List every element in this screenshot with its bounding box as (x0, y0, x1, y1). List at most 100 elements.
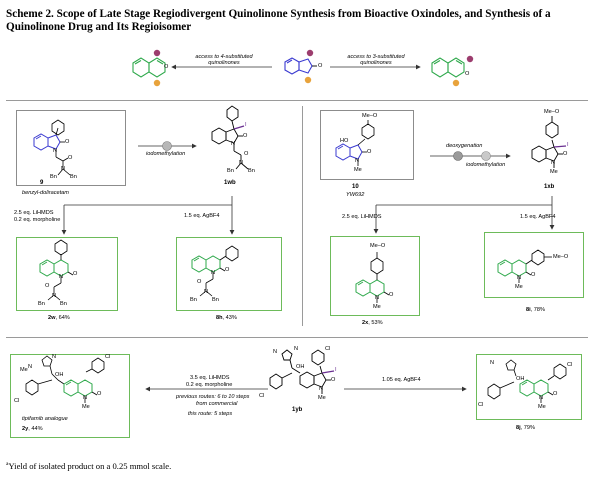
header-right-orange-atom (452, 79, 460, 87)
atom-8j-Cl1: Cl (567, 362, 573, 368)
label-compound-10: 10 (352, 184, 359, 190)
atom-1yb-NQ: N (319, 386, 324, 392)
reagent-ball-deoxygenation (453, 151, 463, 161)
atom-2x-O: O (389, 292, 394, 298)
atom-1wb-N: N (231, 141, 236, 147)
iodomethyl-chain-1xb (553, 145, 567, 148)
divider-bottom (6, 337, 588, 338)
label-compound-8i: 8i (526, 307, 531, 313)
label-2w-yield: 2w, 64% (48, 315, 70, 322)
atom-1xb-MeO: Me–O (544, 109, 560, 115)
compound-2y-quinolinone (63, 379, 93, 397)
box-compound-9 (16, 110, 126, 186)
header-right-oxygen: O (465, 71, 470, 77)
header-center-oxygen: O (318, 63, 323, 69)
compound-1yb (269, 349, 331, 394)
atom-10-MeO: Me–O (362, 113, 378, 119)
box-compound-2x (330, 236, 420, 316)
label-compound-8j: 8j (516, 425, 521, 431)
scheme-title: Scheme 2. Scope of Late Stage Regiodiver… (6, 8, 551, 33)
atom-1yb-Cl1: Cl (325, 346, 331, 352)
atom-2y-Cl1: Cl (105, 354, 111, 360)
atom-1wb-O: O (243, 133, 248, 139)
atom-8j-OH: OH (516, 376, 525, 382)
atom-8h-Bn2: Bn (212, 297, 219, 303)
atom-9-N: N (53, 148, 58, 154)
atom-2w-N: N (59, 274, 64, 280)
atom-8j-MeQ: Me (538, 404, 546, 410)
label-8j-yield: 8j, 79% (516, 425, 535, 432)
footnote: aYield of isolated product on a 0.25 mmo… (6, 461, 171, 471)
atom-2y-Me: Me (20, 367, 28, 373)
header-right-purple-atom (466, 55, 474, 63)
label-8h-yield: 8h, 43% (216, 315, 237, 322)
iodomethyl-chain-1wb (233, 125, 245, 130)
reagent-8h: 1.5 eq. AgBF4 (184, 213, 220, 219)
atom-2w-N2: N (52, 293, 57, 299)
compound-1xb (531, 116, 563, 168)
atom-8h-O: O (225, 267, 230, 273)
atom-9-Bn1: Bn (50, 174, 57, 180)
atom-2w-Bn1: Bn (38, 301, 45, 307)
atom-8h-Bn1: Bn (190, 297, 197, 303)
header-left-label-1: access to 4-substituted (195, 54, 253, 60)
atom-1yb-I: I (335, 367, 337, 373)
header-center-purple-atom (306, 49, 314, 57)
atom-10-O: O (367, 149, 372, 155)
label-compound-8h: 8h (216, 315, 223, 321)
label-iodomethylation: iodomethylation (146, 151, 186, 157)
header-left-oxygen: O (164, 64, 169, 70)
atom-8j-O: O (553, 391, 558, 397)
footnote-marker: a (6, 461, 9, 468)
label-iodomethylation-2: iodomethylation (466, 162, 506, 168)
atom-8i-MeO: Me–O (553, 254, 569, 260)
atom-9-O2: O (68, 155, 73, 161)
label-tipifarnib-analogue: tipifarnib analogue (22, 416, 68, 422)
atom-10-Me: Me (354, 167, 362, 173)
box-compound-8i (484, 232, 584, 298)
atom-2x-MeO: Me–O (370, 243, 386, 249)
label-deoxygenation: deoxygenation (446, 143, 483, 149)
header-right-quinolinone (431, 57, 465, 78)
atom-8i-O: O (531, 272, 536, 278)
reagent-2x: 2.5 eq. LiHMDS (342, 214, 382, 220)
label-yw692: YW692 (346, 192, 365, 198)
reagent-2y-1: 3.5 eq. LiHMDS (190, 375, 230, 381)
atom-8i-N: N (517, 275, 522, 281)
atom-1wb-N2: N (239, 160, 244, 166)
compound-2y (25, 355, 105, 396)
box-compound-10 (320, 110, 414, 180)
label-compound-2x: 2x (362, 320, 369, 326)
label-compound-1yb: 1yb (292, 407, 303, 413)
atom-1wb-Bn1: Bn (227, 168, 234, 174)
atom-9-O: O (65, 139, 70, 145)
atom-8i-Me: Me (515, 284, 523, 290)
atom-9-Bn2: Bn (70, 174, 77, 180)
atom-2x-N: N (375, 295, 380, 301)
atom-2y-O: O (97, 391, 102, 397)
divider-middle-vertical (302, 106, 303, 326)
yield-8h: , 43% (222, 315, 237, 321)
label-8i-yield: 8i, 78% (526, 307, 545, 314)
atom-1yb-MeQ: Me (318, 395, 326, 401)
divider-top (6, 100, 588, 101)
compound-10-oxindole (335, 143, 363, 161)
reagent-ball-iodomethylation (162, 141, 172, 151)
atom-1xb-I: I (567, 142, 569, 148)
atom-9-N2: N (61, 166, 66, 172)
header-left-orange-atom (153, 79, 161, 87)
atom-1wb-Bn2: Bn (248, 168, 255, 174)
yield-2y: , 44% (28, 426, 43, 432)
atom-2y-MeQ: Me (82, 404, 90, 410)
atom-1xb-N: N (551, 160, 556, 166)
reagent-8j: 1.05 eq. AgBF4 (382, 377, 421, 383)
yield-8i: , 78% (530, 307, 545, 313)
atom-2y-N2: N (52, 354, 57, 360)
label-benzyl-doliracetam: benzyl-doliracetam (22, 190, 69, 196)
atom-2y-NQ: N (83, 395, 88, 401)
compound-9-oxindole (33, 133, 61, 151)
atom-8j-NQ: N (539, 395, 544, 401)
